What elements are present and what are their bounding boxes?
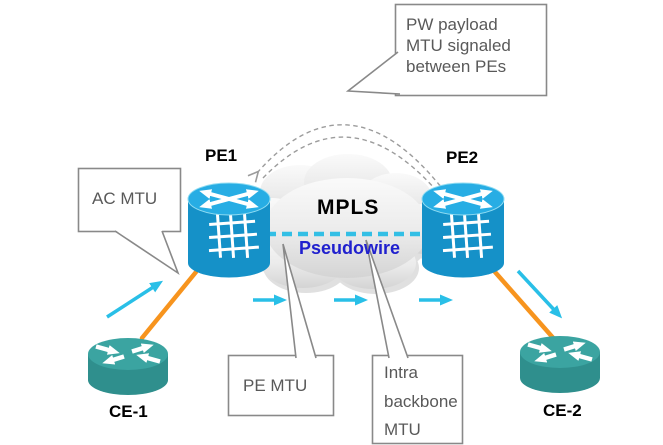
pe2-to-ce2-flow-arrow [516, 269, 563, 319]
traffic-flow-arrows [106, 269, 563, 319]
mpls-cloud-label: MPLS [317, 196, 380, 219]
pw-payload-callout-tail [345, 51, 401, 95]
pe-mtu-callout-box [227, 354, 335, 417]
ac-mtu-callout-tail [114, 230, 180, 276]
attachment-circuit-links [139, 269, 558, 343]
pw-payload-callout-text: PW payload MTU signaled between PEs [406, 15, 511, 76]
signaling-arc-inner [262, 136, 436, 190]
pw-signaling-arc-arrows [257, 124, 441, 190]
intra-backbone-callout-text: Intra backbone MTU [384, 363, 458, 439]
pw-payload-callout-box [394, 3, 548, 97]
intra-backbone-callout-box [371, 354, 464, 445]
callout-boxes [77, 3, 548, 445]
ce1-to-pe1-flow-arrow [106, 280, 164, 319]
ac-mtu-callout-box [77, 167, 182, 233]
ce2-label: CE-2 [543, 401, 582, 420]
ce1-pe1-link [139, 269, 199, 341]
pe-mtu-callout-text: PE MTU [243, 376, 308, 395]
intra-backbone-callout-tail [365, 239, 409, 359]
pe1-router-icon [188, 183, 270, 277]
ce1-router-icon [88, 338, 168, 395]
ac-mtu-callout-text: AC MTU [92, 189, 158, 208]
pe2-ce2-link [492, 269, 558, 343]
ce1-label: CE-1 [109, 402, 148, 421]
signaling-arc-outer [257, 124, 441, 187]
pseudowire-label: Pseudowire [299, 238, 401, 258]
pe2-label: PE2 [446, 148, 479, 167]
ce2-router-icon [520, 336, 600, 393]
pe2-router-icon [422, 183, 504, 277]
pe1-label: PE1 [205, 146, 238, 165]
pe-mtu-callout-tail [282, 243, 317, 359]
callout-tails [114, 51, 409, 359]
